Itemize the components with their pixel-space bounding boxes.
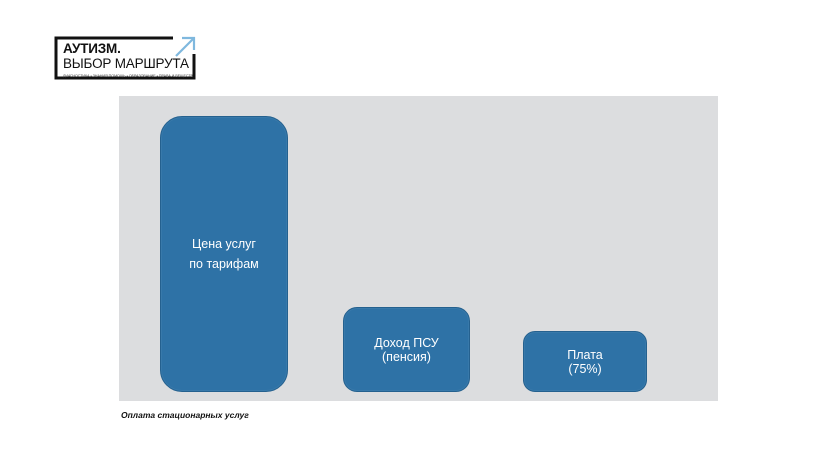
tariff-price-box: Цена услуг по тарифам xyxy=(160,116,288,392)
payment-line1: Плата xyxy=(567,347,603,362)
logo-frame-icon xyxy=(54,36,196,80)
pension-income-line2: (пенсия) xyxy=(382,349,431,364)
logo-tagline: ДИАГНОСТИКА • ЗНАНИЯ ПОМОЩЬ • ОБРАЗОВАНИ… xyxy=(63,74,193,78)
logo-title: АУТИЗМ. ВЫБОР МАРШРУТА xyxy=(63,41,189,71)
diagram-caption: Оплата стационарных услуг xyxy=(121,410,249,420)
pension-income-box: Доход ПСУ (пенсия) xyxy=(343,307,470,392)
tariff-price-line2: по тарифам xyxy=(189,257,259,271)
logo-title-line2: ВЫБОР МАРШРУТА xyxy=(63,56,189,71)
payment-line2: (75%) xyxy=(568,361,602,376)
site-logo[interactable]: АУТИЗМ. ВЫБОР МАРШРУТА ДИАГНОСТИКА • ЗНА… xyxy=(54,36,204,82)
payment-box: Плата (75%) xyxy=(523,331,647,392)
arrow-up-right-icon xyxy=(175,36,196,57)
logo-title-line1: АУТИЗМ. xyxy=(63,41,121,56)
tariff-price-line1: Цена услуг xyxy=(192,237,256,251)
pension-income-line1: Доход ПСУ xyxy=(374,335,439,350)
